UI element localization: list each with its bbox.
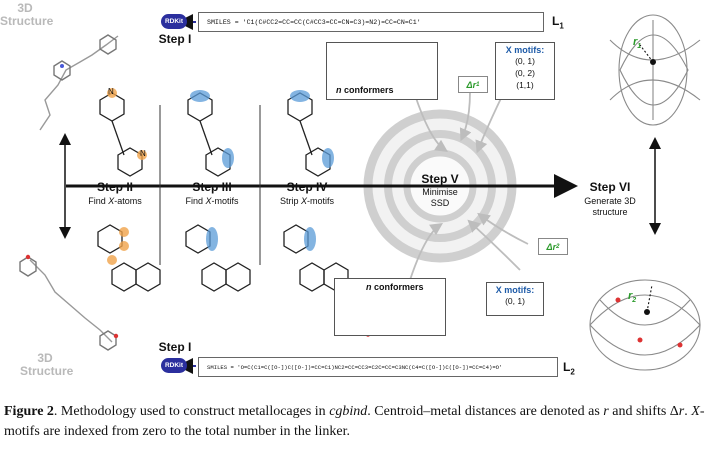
conformers-bottom-label: n conformers: [366, 282, 424, 292]
xmotifs-bottom-box: X motifs: (0, 1): [486, 282, 544, 316]
step-iv-title: Step IV: [286, 180, 328, 194]
structure-bottom-left: [19, 254, 119, 351]
step-iii-sub: Find X-motifs: [185, 196, 239, 206]
cage-top-right: [609, 14, 701, 126]
step-iii-title: Step III: [192, 180, 232, 194]
x-motif-highlights: [190, 90, 334, 251]
step-vi-title: Step VI: [589, 180, 631, 194]
step-iv-sub: Strip X-motifs: [279, 196, 335, 206]
gray-arrows: [409, 79, 529, 281]
methodology-figure: [19, 14, 701, 374]
bottom-smiles-box: SMILES = 'O=C(C1=C([O-])C([O-])=CC=C1)NC…: [198, 357, 558, 377]
bottom-r-label: r2: [628, 290, 637, 305]
xmotifs-top-box: X motifs: (0, 1) (0, 2) (1,1): [495, 42, 555, 100]
figure-caption: Figure 2. Methodology used to construct …: [4, 404, 705, 439]
xmotifs-top-item: (0, 2): [515, 68, 535, 78]
structure-top-left: [39, 34, 119, 131]
bottom-rdkit-badge: RDKit: [161, 358, 187, 373]
top-smiles-box: SMILES = 'C1(C#CC2=CC=CC(C#CC3=CC=CN=C3)…: [198, 12, 544, 32]
bottom-step-i-label: Step I: [158, 340, 192, 354]
step-ii-title: Step II: [96, 180, 133, 194]
cage-bottom-right: [589, 279, 701, 371]
xmotifs-top-item: (1,1): [516, 80, 534, 90]
xmotifs-bottom-item: (0, 1): [505, 296, 525, 306]
conformers-top-label: n conformers: [336, 85, 394, 95]
xmotifs-top-item: (0, 1): [515, 56, 535, 66]
step-v-title: Step V: [421, 172, 459, 186]
top-structure-label: 3D Structure: [0, 1, 54, 28]
bottom-structure-label: 3D Structure: [20, 351, 74, 378]
x-atom-highlights: [107, 88, 147, 265]
conformers-bottom-box: [334, 278, 446, 336]
top-step-i-label: Step I: [158, 32, 192, 46]
step-v-line1: Minimise: [422, 187, 458, 197]
step-vi-line2: structure: [592, 207, 628, 217]
step-vi-line1: Generate 3D: [584, 196, 636, 206]
xmotifs-top-title: X motifs:: [505, 45, 545, 55]
step-v-line2: SSD: [430, 198, 450, 208]
top-rdkit-badge: RDKit: [161, 14, 187, 29]
step-ii-sub: Find X-atoms: [88, 196, 142, 206]
top-ligand-label: L1: [552, 14, 564, 31]
top-r-label: r1: [633, 36, 642, 51]
xmotifs-bottom-title: X motifs:: [495, 285, 535, 295]
atom-n-label: N: [108, 87, 114, 96]
atom-n-label: N: [140, 149, 146, 158]
conformers-top-box: [326, 42, 438, 100]
bottom-ligand-label: L2: [563, 360, 575, 377]
